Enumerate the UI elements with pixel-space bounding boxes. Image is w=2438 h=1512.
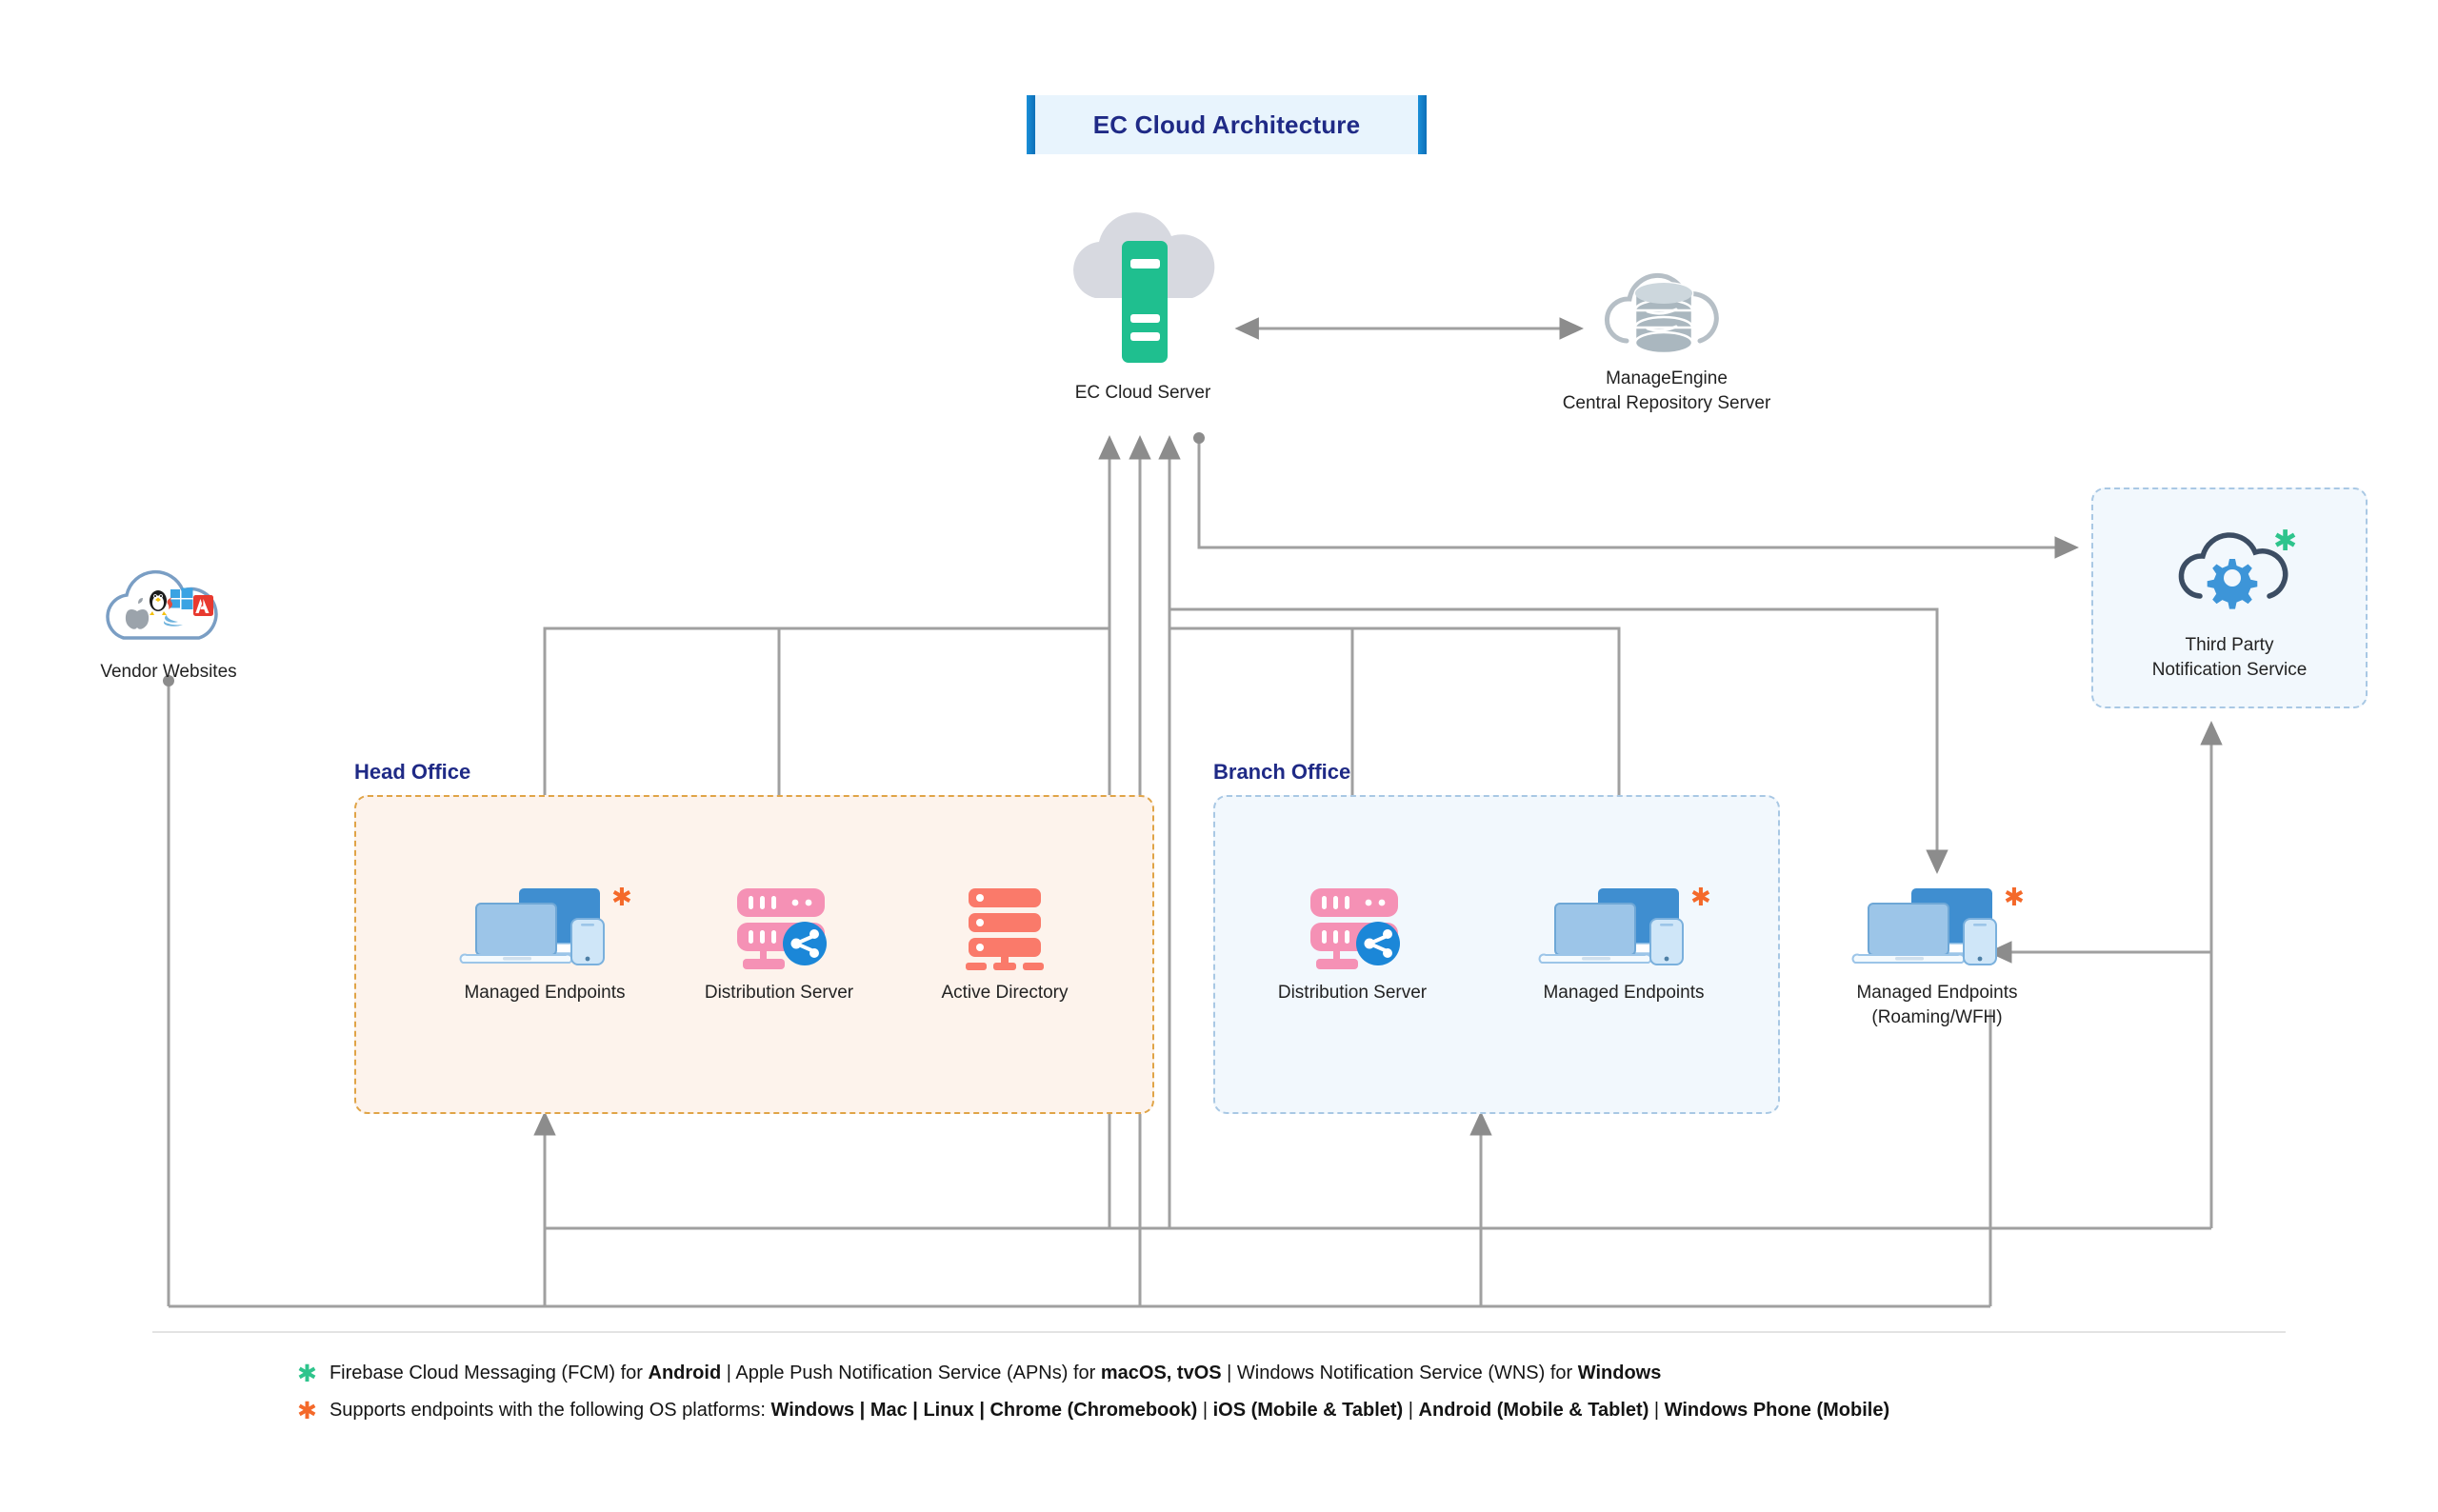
apple-logo-icon xyxy=(125,598,150,629)
roaming-endpoints-label-line1: Managed Endpoints xyxy=(1856,983,2018,1003)
node-third-party-notification: ✱ Third Party Notification Service xyxy=(2110,514,2348,682)
devices-icon: ✱ xyxy=(1851,884,2025,965)
devices-icon: ✱ xyxy=(459,884,632,965)
distribution-server-icon xyxy=(737,888,827,969)
orange-asterisk-icon: ✱ xyxy=(2004,884,2025,912)
node-ec-cloud-server: EC Cloud Server xyxy=(1052,195,1233,406)
green-asterisk-icon: ✱ xyxy=(2273,525,2297,558)
third-party-label-line1: Third Party xyxy=(2185,635,2274,655)
third-party-label-line2: Notification Service xyxy=(2151,659,2308,680)
branch-managed-endpoints-label: Managed Endpoints xyxy=(1543,983,1705,1003)
central-repository-label-line2: Central Repository Server xyxy=(1562,392,1771,413)
orange-asterisk-icon: ✱ xyxy=(1690,884,1711,912)
windows-logo-icon xyxy=(170,587,193,609)
gear-icon xyxy=(2207,559,2258,609)
footer-divider xyxy=(152,1331,2286,1333)
node-head-managed-endpoints: ✱ Managed Endpoints xyxy=(430,881,659,1005)
central-repository-label-line1: ManageEngine xyxy=(1606,368,1728,388)
devices-icon: ✱ xyxy=(1538,884,1711,965)
adobe-logo-icon xyxy=(193,595,213,616)
node-active-directory: Active Directory xyxy=(914,881,1095,1005)
distribution-server-icon xyxy=(1310,888,1400,969)
page-title-banner: EC Cloud Architecture xyxy=(1027,95,1427,154)
orange-asterisk-icon: ✱ xyxy=(611,884,632,912)
head-distribution-server-label: Distribution Server xyxy=(704,983,854,1003)
head-managed-endpoints-label: Managed Endpoints xyxy=(464,983,626,1003)
node-central-repository-server: ManageEngine Central Repository Server xyxy=(1514,257,1819,415)
legend: ✱ Firebase Cloud Messaging (FCM) for And… xyxy=(297,1362,1889,1436)
green-asterisk-icon: ✱ xyxy=(297,1360,317,1387)
node-branch-distribution-server: Distribution Server xyxy=(1257,881,1448,1005)
legend-text-platforms: Supports endpoints with the following OS… xyxy=(329,1400,1890,1421)
cloud-gear-icon: ✱ xyxy=(2178,525,2297,609)
node-roaming-endpoints: ✱ Managed Endpoints (Roaming/WFH) xyxy=(1823,881,2051,1029)
branch-office-zone xyxy=(1213,795,1780,1114)
server-rack-icon xyxy=(966,888,1044,970)
legend-row: ✱ Firebase Cloud Messaging (FCM) for And… xyxy=(297,1362,1889,1385)
page-title: EC Cloud Architecture xyxy=(1092,109,1361,139)
node-head-distribution-server: Distribution Server xyxy=(684,881,874,1005)
title-bar-right xyxy=(1418,95,1427,154)
legend-text-fcm: Firebase Cloud Messaging (FCM) for Andro… xyxy=(329,1363,1662,1383)
head-office-label: Head Office xyxy=(354,760,471,784)
linux-penguin-icon xyxy=(150,590,167,615)
cloud-database-icon xyxy=(1605,272,1719,355)
legend-row: ✱ Supports endpoints with the following … xyxy=(297,1399,1889,1422)
share-icon xyxy=(1364,929,1392,958)
node-vendor-websites: Vendor Websites xyxy=(78,560,259,685)
node-branch-managed-endpoints: ✱ Managed Endpoints xyxy=(1509,881,1738,1005)
branch-office-label: Branch Office xyxy=(1213,760,1351,784)
vendor-cloud-icon xyxy=(106,569,218,640)
branch-distribution-server-label: Distribution Server xyxy=(1277,983,1428,1003)
title-bar-left xyxy=(1027,95,1035,154)
roaming-endpoints-label-line2: (Roaming/WFH) xyxy=(1871,1006,2003,1027)
active-directory-label: Active Directory xyxy=(941,983,1069,1003)
vendor-websites-label: Vendor Websites xyxy=(100,662,237,682)
orange-asterisk-icon: ✱ xyxy=(297,1397,317,1424)
cloud-server-icon xyxy=(1073,212,1215,363)
ec-cloud-server-label: EC Cloud Server xyxy=(1074,383,1211,403)
share-icon xyxy=(790,929,819,958)
java-logo-icon xyxy=(164,597,183,627)
